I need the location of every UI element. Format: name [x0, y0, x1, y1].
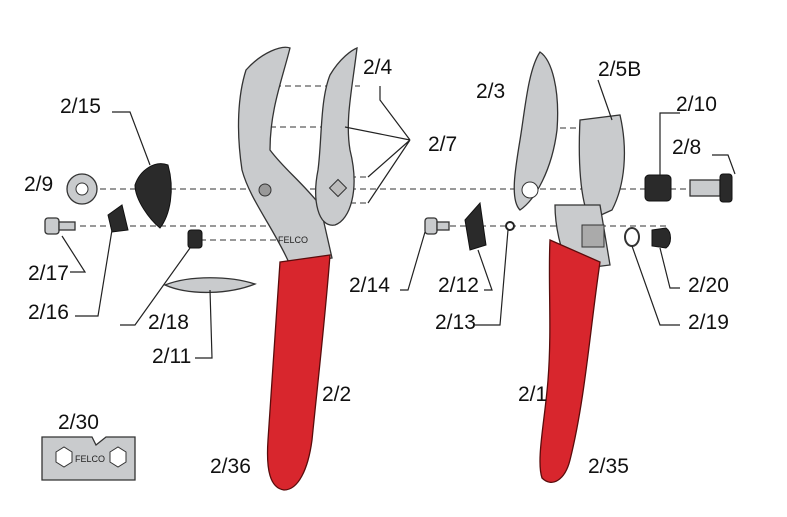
- label-2-4: 2/4: [363, 56, 393, 79]
- left-red-handle: [266, 254, 331, 491]
- label-2-19: 2/19: [688, 311, 729, 334]
- blade-2-3: [513, 51, 559, 211]
- label-2-3: 2/3: [476, 80, 505, 103]
- label-2-15: 2/15: [60, 95, 101, 118]
- anvil-2-5B: [578, 114, 626, 221]
- label-2-5B: 2/5B: [598, 58, 641, 81]
- label-2-7: 2/7: [428, 133, 457, 156]
- part-2-19-washer: [624, 227, 640, 247]
- label-2-12: 2/12: [438, 274, 479, 297]
- leader-lines: [61, 79, 736, 359]
- felco-logo: FELCO: [278, 235, 308, 245]
- blade-plate: [315, 46, 358, 226]
- label-2-35: 2/35: [588, 455, 629, 478]
- label-2-9: 2/9: [24, 173, 53, 196]
- small-parts: FELCO: [41, 163, 733, 481]
- part-2-17-screw: [44, 217, 60, 235]
- label-2-11: 2/11: [152, 345, 191, 368]
- wrench-felco-logo: FELCO: [75, 454, 105, 464]
- right-red-handle: [539, 239, 601, 483]
- part-2-20-cap: [651, 227, 671, 249]
- blade-2-4: [237, 46, 333, 266]
- label-2-8: 2/8: [672, 136, 701, 159]
- label-2-2: 2/2: [322, 383, 351, 406]
- part-2-13-washer: [505, 221, 515, 231]
- part-labels: 2/4 2/3 2/5B 2/10 2/15 2/7 2/8 2/9 2/17 …: [24, 56, 729, 478]
- part-2-10-nut: [644, 174, 672, 202]
- label-2-14: 2/14: [349, 274, 390, 297]
- part-2-14-screw: [424, 217, 438, 235]
- label-2-16: 2/16: [28, 301, 69, 324]
- label-2-20: 2/20: [688, 274, 729, 297]
- part-2-11-spring: [163, 277, 257, 294]
- part-2-12: [464, 201, 487, 251]
- left-handle-assembly: FELCO: [237, 46, 358, 491]
- label-2-10: 2/10: [676, 93, 717, 116]
- label-2-36: 2/36: [210, 455, 251, 478]
- part-2-18: [187, 229, 203, 249]
- label-2-13: 2/13: [435, 311, 476, 334]
- part-2-15-plate: [134, 163, 172, 229]
- right-handle-assembly: [513, 51, 626, 483]
- label-2-18: 2/18: [148, 311, 189, 334]
- part-2-16: [107, 204, 129, 233]
- label-2-30: 2/30: [58, 411, 99, 434]
- label-2-1: 2/1: [518, 383, 547, 406]
- label-2-17: 2/17: [28, 262, 69, 285]
- part-2-8-bolt: [689, 179, 721, 197]
